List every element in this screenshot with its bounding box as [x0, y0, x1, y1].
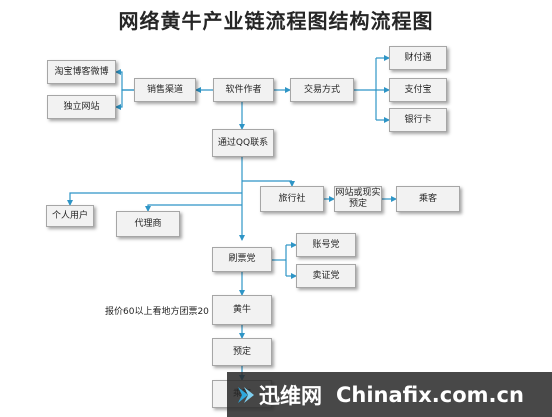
watermark-site: Chinafix.com.cn	[336, 382, 524, 407]
node-taobao-weibo: 淘宝博客微博	[47, 60, 116, 84]
watermark-banner: 迅维网 Chinafix.com.cn	[227, 372, 552, 417]
node-booking: 预定	[212, 338, 272, 366]
page-title: 网络黄牛产业链流程图结构流程图	[118, 9, 434, 33]
watermark-logo-icon	[238, 386, 254, 403]
node-online-offline-booking: 网站或现实 预定	[334, 186, 382, 212]
node-individual-user: 个人用户	[46, 205, 94, 227]
node-qq-contact: 通过QQ联系	[212, 129, 274, 157]
node-certificate-seller: 卖证党	[296, 264, 356, 288]
node-trade-method: 交易方式	[290, 78, 354, 102]
node-software-author: 软件作者	[213, 78, 274, 102]
node-tenpay: 财付通	[389, 46, 447, 70]
node-account-party: 账号党	[296, 233, 356, 257]
price-annotation: 报价60以上看地方团票20	[105, 307, 209, 317]
node-sales-channel: 销售渠道	[134, 78, 196, 102]
node-bank-card: 银行卡	[389, 108, 447, 132]
node-independent-site: 独立网站	[47, 95, 116, 119]
watermark-brand: 迅维网	[259, 383, 322, 408]
node-passenger: 乘客	[396, 186, 460, 212]
node-ticket-brushing-party: 刷票党	[212, 247, 272, 272]
node-agent: 代理商	[116, 211, 180, 237]
node-alipay: 支付宝	[389, 78, 447, 102]
node-scalper: 黄牛	[212, 295, 272, 325]
node-travel-agency: 旅行社	[260, 186, 324, 212]
